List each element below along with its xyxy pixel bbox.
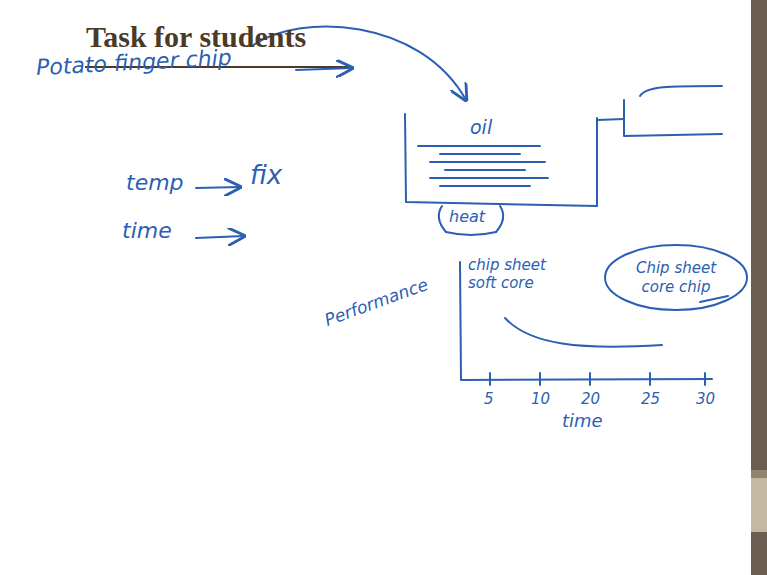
label-box: 10	[531, 390, 550, 408]
side-strip-band	[751, 478, 767, 532]
side-strip-band	[751, 470, 767, 478]
label-box: chip sheet soft core	[468, 256, 560, 292]
label-box: temp	[126, 170, 184, 196]
axis-title: Performance	[322, 274, 431, 330]
circled-note: Chip sheet core chip	[604, 244, 748, 311]
tick-label: 30	[696, 390, 715, 408]
curve-note: chip sheet soft core	[468, 256, 560, 292]
performance-curve	[505, 318, 662, 347]
fryer-vessel	[405, 114, 597, 206]
vessel-outlet	[640, 86, 722, 96]
handwritten-note: temp	[126, 170, 184, 196]
vessel-outlet	[597, 119, 624, 120]
label-box: oil	[470, 116, 492, 139]
side-strip	[751, 0, 767, 575]
vessel-outlet	[624, 100, 722, 136]
tick-label: 20	[581, 390, 600, 408]
axis-title: time	[562, 410, 603, 432]
axis-tick	[490, 373, 705, 385]
label-box: time	[562, 410, 603, 432]
arrow	[196, 236, 244, 238]
handwritten-note: time	[122, 218, 172, 244]
ellipse-outline	[605, 245, 747, 310]
label-box: heat	[449, 207, 485, 226]
handwritten-note: heat	[449, 207, 485, 226]
handwritten-note: oil	[470, 116, 492, 139]
tick-label: 5	[484, 390, 494, 408]
label-box: fix	[250, 160, 282, 191]
oil-line	[418, 145, 540, 147]
tick-label: 25	[641, 390, 660, 408]
oil-line	[430, 154, 548, 186]
title-box: Task for students	[86, 20, 306, 54]
label-box: 25	[641, 390, 660, 408]
label-box: 20	[581, 390, 600, 408]
handwritten-note: fix	[250, 160, 282, 191]
text-group: Chip sheet core chip	[630, 259, 722, 297]
label-box: 5	[484, 390, 494, 408]
tick-label: 10	[531, 390, 550, 408]
circled-text: Chip sheet core chip	[630, 259, 722, 297]
label-box: Performance	[322, 274, 431, 330]
heat-bracket	[446, 232, 496, 235]
label-box: time	[122, 218, 172, 244]
heat-bracket	[439, 206, 446, 232]
label-box: 30	[696, 390, 715, 408]
slide-title: Task for students	[86, 20, 306, 54]
heat-bracket	[496, 206, 503, 232]
input-arrow	[296, 68, 352, 70]
arrow	[196, 187, 240, 188]
